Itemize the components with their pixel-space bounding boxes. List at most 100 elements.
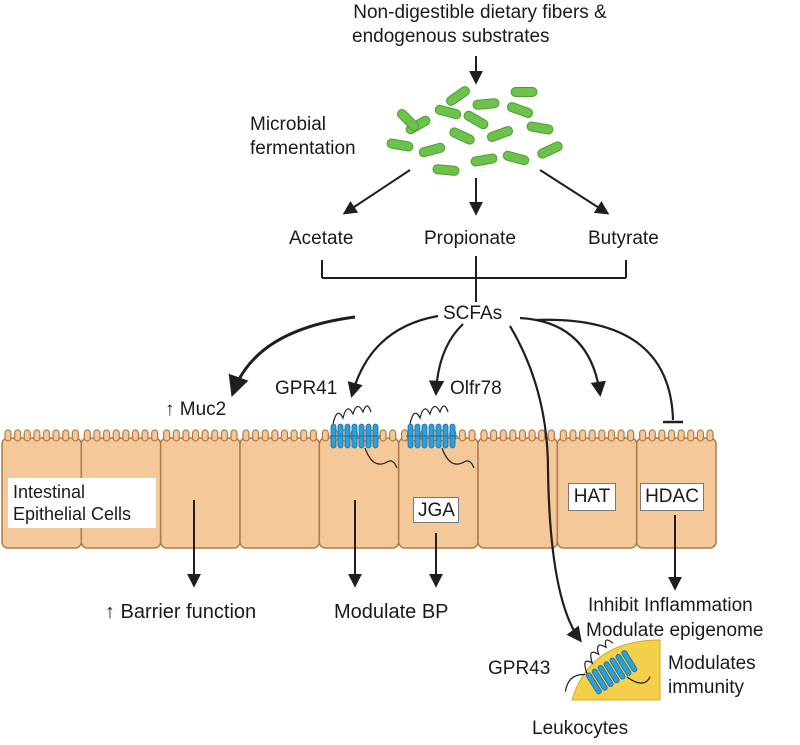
microvillus xyxy=(617,429,625,442)
microvillus xyxy=(220,429,228,442)
microvillus xyxy=(211,429,219,442)
microvillus xyxy=(4,429,12,442)
source-label-line2: endogenous substrates xyxy=(352,26,550,47)
microvillus xyxy=(182,429,190,442)
scfa-arrows xyxy=(228,314,683,643)
olfr78-receptor-icon xyxy=(406,405,475,469)
fermentation-label-line1: Microbial xyxy=(250,114,327,135)
muc2-label: ↑ Muc2 xyxy=(165,399,227,420)
microvillus xyxy=(607,429,616,442)
arrow-to-hdac xyxy=(534,318,675,421)
arrow-to-muc2 xyxy=(228,315,356,397)
olfr78-label: Olfr78 xyxy=(450,378,502,399)
microvillus xyxy=(706,429,714,442)
microvillus xyxy=(71,429,79,442)
gpr43-label: GPR43 xyxy=(488,658,551,679)
microvillus xyxy=(201,429,209,442)
epithelial-cell xyxy=(477,437,559,549)
bacterium xyxy=(507,102,533,118)
microvillus xyxy=(300,429,308,442)
arrow-to-butyrate xyxy=(539,169,610,215)
microvillus xyxy=(141,429,149,442)
bacterium xyxy=(418,142,446,158)
microvillus xyxy=(578,429,587,442)
bacterium xyxy=(386,138,414,152)
microvillus xyxy=(280,429,289,442)
microvillus xyxy=(490,429,498,442)
microvillus xyxy=(588,429,596,442)
microvillus xyxy=(252,429,260,442)
acetate-label: Acetate xyxy=(289,228,354,249)
scfas-label: SCFAs xyxy=(443,303,503,324)
microvillus xyxy=(598,429,606,442)
bacterium xyxy=(449,127,475,145)
microvillus xyxy=(639,429,647,442)
barrier-label: ↑ Barrier function xyxy=(105,601,257,623)
microvillus xyxy=(62,429,70,442)
microvillus xyxy=(191,429,200,442)
microvillus xyxy=(667,429,676,442)
microvillus xyxy=(389,429,397,442)
microvillus xyxy=(458,429,466,442)
microvillus xyxy=(93,429,101,442)
microvillus xyxy=(242,429,250,442)
microvillus xyxy=(569,429,577,442)
bacterium xyxy=(470,153,498,167)
microvillus xyxy=(83,429,91,442)
arrow-to-leukocytes xyxy=(509,325,582,643)
microvillus xyxy=(52,429,60,442)
microvillus xyxy=(687,429,695,442)
bacterium xyxy=(472,98,500,110)
microvillus xyxy=(509,429,517,442)
epithelial-cell xyxy=(239,437,321,549)
microvillus xyxy=(122,429,130,442)
inhibit-inflammation-label: Inhibit Inflammation xyxy=(588,595,753,616)
modulates-label-line1: Modulates xyxy=(668,653,756,674)
microvillus xyxy=(14,429,22,442)
microvillus xyxy=(261,429,269,442)
microvillus xyxy=(518,429,527,442)
bacterium xyxy=(432,164,460,176)
microvillus xyxy=(309,429,317,442)
microvillus xyxy=(151,429,159,442)
bacterium xyxy=(446,86,470,106)
microvillus xyxy=(677,429,685,442)
top-arrows xyxy=(342,56,610,216)
epithelial-cell xyxy=(159,437,241,549)
arrow-to-hat xyxy=(519,316,606,398)
microvillus xyxy=(321,429,329,442)
gpr41-receptor-icon xyxy=(329,405,398,469)
microvillus xyxy=(559,429,567,442)
jga-box: JGA xyxy=(413,497,459,523)
bacterium xyxy=(396,108,420,132)
fermentation-label-line2: fermentation xyxy=(250,138,356,159)
hat-box: HAT xyxy=(568,483,616,511)
gpr43-receptor-icon xyxy=(564,639,651,695)
outcome-arrows xyxy=(187,500,682,591)
epithelial-label-line1: Intestinal xyxy=(13,482,86,502)
butyrate-label: Butyrate xyxy=(588,228,659,249)
epithelial-cell xyxy=(397,437,479,549)
microvillus xyxy=(23,429,31,442)
bacterium xyxy=(463,110,489,130)
microvillus xyxy=(528,429,536,442)
bacterium xyxy=(537,141,563,159)
microvillus xyxy=(42,429,51,442)
epithelial-label-line2: Epithelial Cells xyxy=(13,504,132,524)
modulate-bp-label: Modulate BP xyxy=(334,601,449,623)
bacterium xyxy=(434,104,462,120)
bacterium xyxy=(510,87,538,97)
microvillus xyxy=(172,429,180,442)
scfa-bracket xyxy=(321,256,627,302)
hdac-box: HDAC xyxy=(640,483,704,511)
bacterium xyxy=(526,121,554,135)
gpr41-label: GPR41 xyxy=(275,378,338,399)
arrow-to-olfr78 xyxy=(428,323,464,397)
bacterium xyxy=(487,126,513,142)
microvillus xyxy=(648,429,656,442)
source-label-line1: Non-digestible dietary fibers & xyxy=(353,2,607,23)
microvillus xyxy=(480,429,488,442)
bacterium xyxy=(502,150,530,166)
propionate-label: Propionate xyxy=(424,228,516,249)
